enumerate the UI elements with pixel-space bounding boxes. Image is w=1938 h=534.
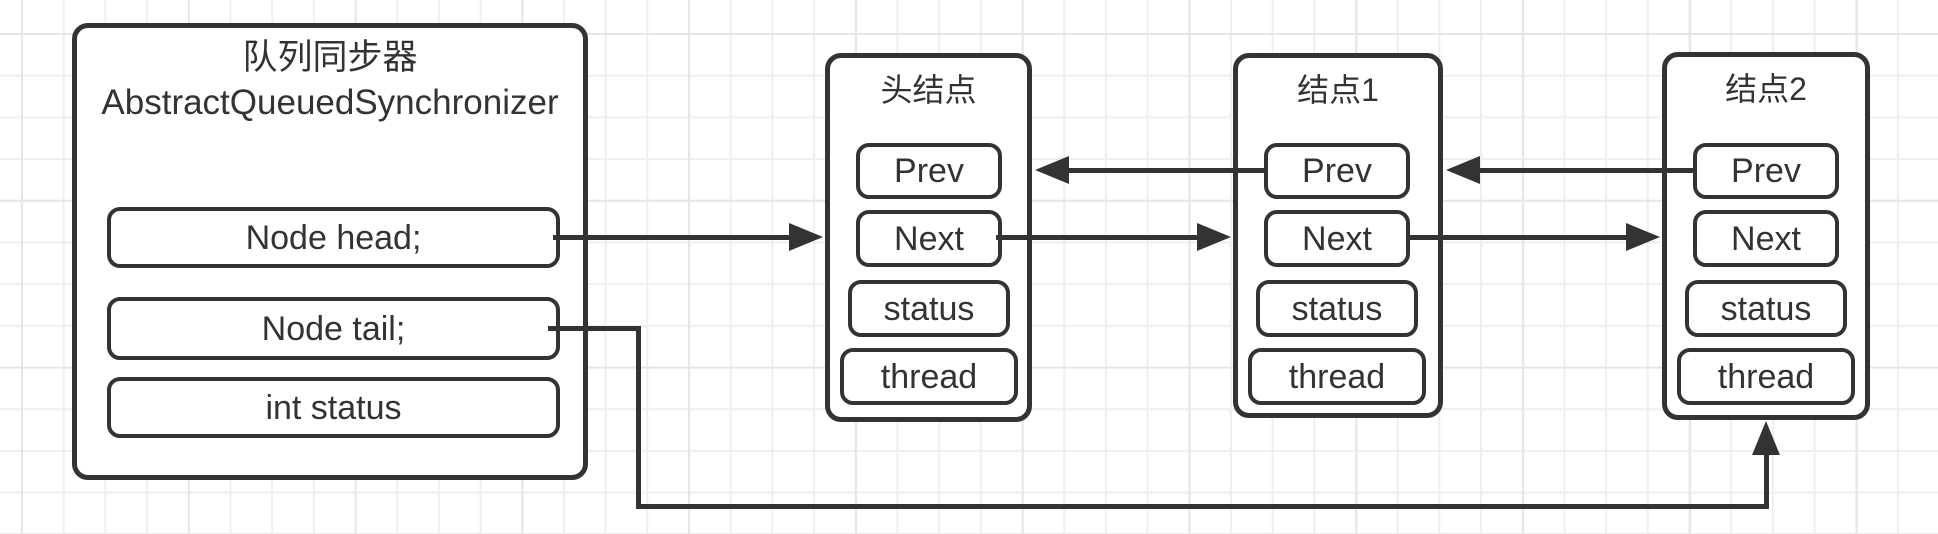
arrowhead-right-icon[interactable]	[1626, 223, 1660, 251]
node-head-field-next[interactable]: Next	[856, 210, 1002, 267]
arrowhead-right-icon[interactable]	[1197, 223, 1231, 251]
thread-label: thread	[1288, 357, 1386, 396]
prev-label: Prev	[1731, 152, 1801, 190]
aqs-box[interactable]: 队列同步器 AbstractQueuedSynchronizer Node he…	[72, 23, 588, 480]
node-1-title: 结点1	[1297, 72, 1379, 108]
status-label: status	[883, 289, 975, 328]
prev-label: Prev	[894, 152, 964, 190]
status-label: status	[1291, 289, 1383, 328]
node-2-title: 结点2	[1725, 71, 1807, 107]
connector-line[interactable]	[636, 326, 641, 509]
node-2-field-status[interactable]: status	[1685, 280, 1847, 337]
field-node-head[interactable]: Node head;	[107, 207, 560, 268]
node-1-field-next[interactable]: Next	[1264, 210, 1410, 267]
connector-line[interactable]	[1067, 168, 1267, 173]
node-box-head[interactable]: 头结点 Prev Next status thread	[825, 53, 1032, 422]
node-2-field-prev[interactable]: Prev	[1693, 143, 1839, 199]
connector-line[interactable]	[548, 326, 641, 331]
node-1-field-status[interactable]: status	[1256, 280, 1418, 337]
connector-line[interactable]	[1478, 168, 1695, 173]
connector-line[interactable]	[553, 235, 791, 240]
arrowhead-left-icon[interactable]	[1446, 156, 1480, 184]
arrowhead-up-icon[interactable]	[1752, 421, 1780, 455]
status-label: status	[1720, 289, 1812, 328]
node-2-field-next[interactable]: Next	[1693, 210, 1839, 267]
field-int-status[interactable]: int status	[107, 377, 560, 438]
next-label: Next	[894, 219, 964, 258]
node-1-field-prev[interactable]: Prev	[1264, 143, 1410, 199]
next-label: Next	[1731, 219, 1801, 258]
prev-label: Prev	[1302, 152, 1372, 190]
connector-line[interactable]	[1764, 453, 1769, 509]
aqs-title-cn: 队列同步器	[242, 38, 418, 77]
node-1-field-thread[interactable]: thread	[1248, 348, 1426, 405]
arrowhead-right-icon[interactable]	[789, 223, 823, 251]
node-head-field-thread[interactable]: thread	[840, 348, 1018, 405]
aqs-title-en: AbstractQueuedSynchronizer	[101, 83, 559, 122]
connector-line[interactable]	[996, 235, 1199, 240]
next-label: Next	[1302, 219, 1372, 258]
connector-line[interactable]	[1406, 235, 1630, 240]
node-head-title: 头结点	[880, 72, 977, 108]
field-int-status-label: int status	[265, 388, 402, 427]
thread-label: thread	[1717, 357, 1815, 396]
thread-label: thread	[880, 357, 978, 396]
arrowhead-left-icon[interactable]	[1035, 156, 1069, 184]
node-box-2[interactable]: 结点2 Prev Next status thread	[1662, 52, 1870, 420]
node-2-field-thread[interactable]: thread	[1677, 348, 1855, 405]
field-node-tail-label: Node tail;	[261, 309, 406, 348]
connector-line[interactable]	[636, 504, 1769, 509]
node-head-field-prev[interactable]: Prev	[856, 143, 1002, 199]
field-node-tail[interactable]: Node tail;	[107, 297, 560, 360]
field-node-head-label: Node head;	[245, 218, 422, 257]
aqs-title: 队列同步器 AbstractQueuedSynchronizer	[77, 35, 583, 125]
node-head-field-status[interactable]: status	[848, 280, 1010, 337]
